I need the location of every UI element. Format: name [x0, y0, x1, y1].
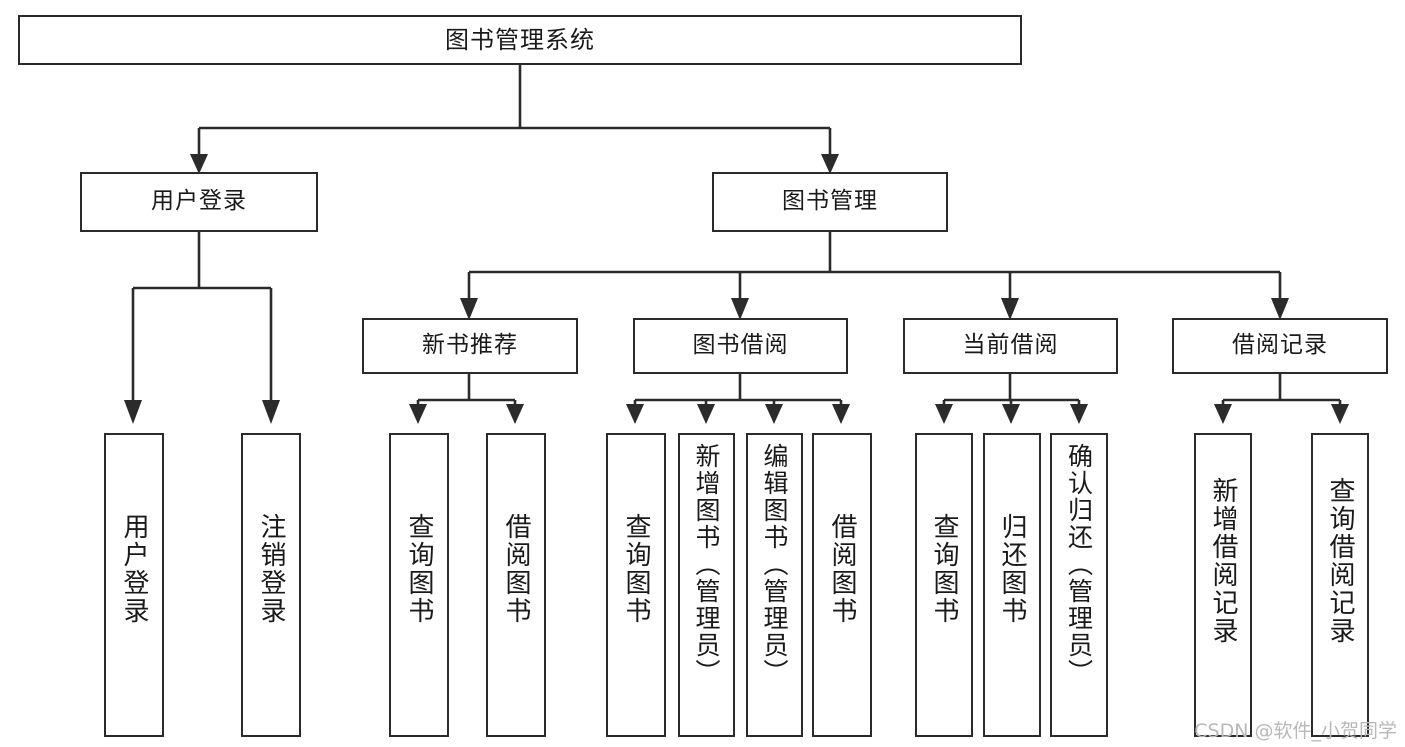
node-leaf-confirm-return-admin[interactable]: 确认归还（管理员）	[1050, 433, 1108, 737]
node-label: 查询图书	[929, 513, 959, 625]
node-label: 查询图书	[621, 513, 651, 625]
node-label: 编辑图书（管理员）	[760, 443, 789, 686]
node-label: 用户登录	[119, 513, 149, 625]
node-label: 新增借阅记录	[1208, 477, 1238, 645]
node-leaf-add-borrow-record[interactable]: 新增借阅记录	[1194, 433, 1252, 737]
node-label: 查询借阅记录	[1325, 477, 1355, 645]
node-label: 新增图书（管理员）	[692, 443, 721, 686]
node-label: 确认归还（管理员）	[1064, 443, 1094, 686]
node-leaf-logout-login[interactable]: 注销登录	[241, 433, 301, 737]
node-label: 借阅图书	[501, 513, 531, 625]
node-label: 图书管理	[782, 188, 878, 215]
node-label: 借阅图书	[827, 513, 857, 625]
node-label: 查询图书	[404, 513, 434, 625]
node-leaf-edit-book-admin[interactable]: 编辑图书（管理员）	[746, 433, 803, 737]
node-leaf-user-login[interactable]: 用户登录	[104, 433, 164, 737]
node-leaf-query-book-recommend[interactable]: 查询图书	[389, 433, 449, 737]
node-label: 当前借阅	[962, 332, 1059, 359]
node-label: 注销登录	[256, 513, 286, 625]
node-leaf-add-book-admin[interactable]: 新增图书（管理员）	[678, 433, 735, 737]
node-current-borrow[interactable]: 当前借阅	[903, 318, 1118, 374]
node-label: 用户登录	[151, 188, 247, 215]
node-leaf-query-borrow-record[interactable]: 查询借阅记录	[1311, 433, 1369, 737]
node-root-book-management-system[interactable]: 图书管理系统	[18, 15, 1022, 65]
node-label: 归还图书	[997, 513, 1027, 625]
node-leaf-borrow-book-recommend[interactable]: 借阅图书	[486, 433, 546, 737]
node-leaf-query-book-current[interactable]: 查询图书	[915, 433, 973, 737]
node-leaf-return-book[interactable]: 归还图书	[983, 433, 1041, 737]
node-borrow-record[interactable]: 借阅记录	[1172, 318, 1388, 374]
node-user-login[interactable]: 用户登录	[80, 172, 318, 232]
node-label: 图书管理系统	[445, 25, 595, 54]
node-leaf-query-book-borrow[interactable]: 查询图书	[606, 433, 666, 737]
node-book-borrow[interactable]: 图书借阅	[633, 318, 848, 374]
node-book-management[interactable]: 图书管理	[712, 172, 948, 232]
node-leaf-borrow-book-borrow[interactable]: 借阅图书	[812, 433, 872, 737]
node-label: 新书推荐	[422, 332, 518, 359]
node-new-book-recommend[interactable]: 新书推荐	[362, 318, 578, 374]
node-label: 图书借阅	[692, 332, 789, 359]
node-label: 借阅记录	[1232, 332, 1328, 359]
csdn-watermark: CSDN @软件_小贺同学	[1194, 720, 1397, 742]
